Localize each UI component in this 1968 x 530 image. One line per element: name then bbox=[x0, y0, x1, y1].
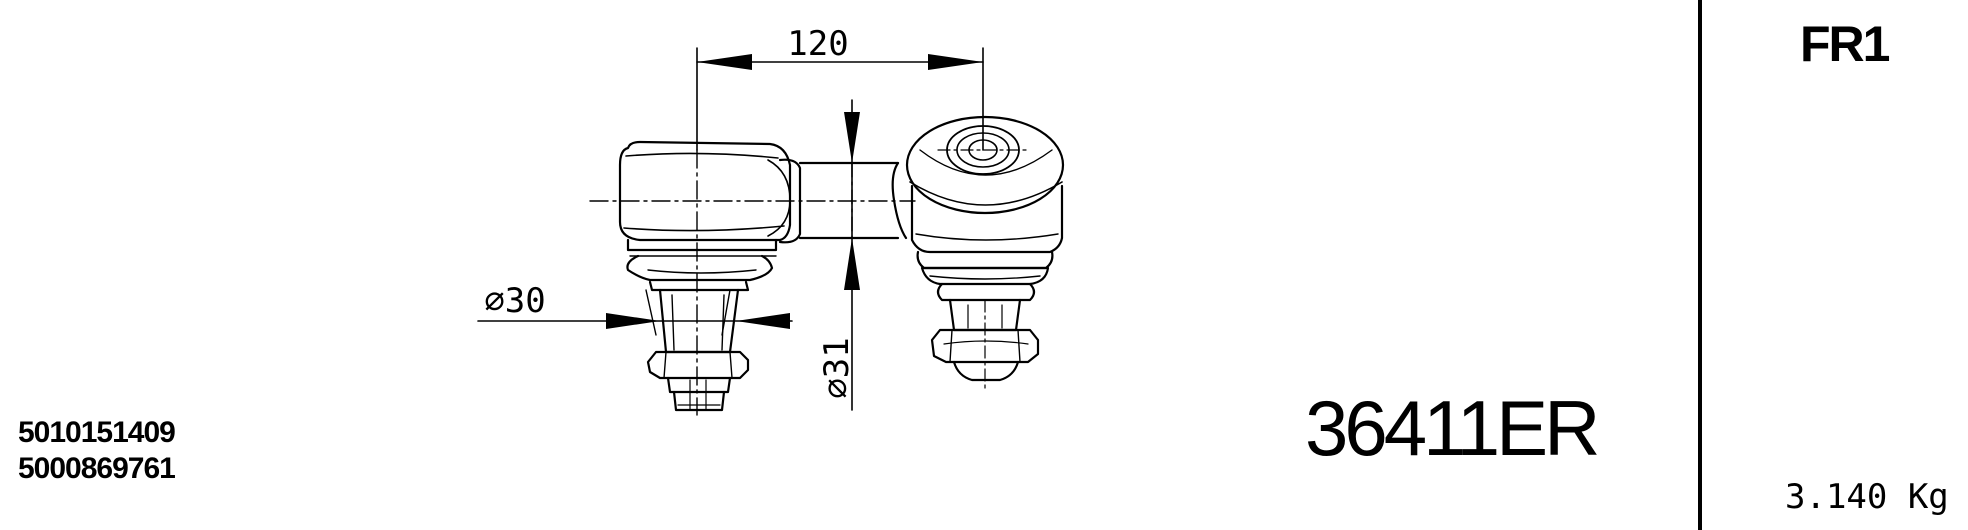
length-dimension bbox=[696, 47, 984, 151]
bore-diameter-dimension bbox=[477, 289, 793, 336]
arrow-left-icon bbox=[697, 54, 752, 70]
connecting-shaft bbox=[778, 158, 908, 244]
arrow-up-icon bbox=[844, 238, 860, 290]
reference-number-2: 5000869761 bbox=[18, 452, 176, 485]
bore-diameter-label: ∅30 bbox=[484, 281, 545, 321]
arrow-right-icon bbox=[606, 313, 660, 329]
shank-diameter-label: ∅31 bbox=[817, 337, 857, 398]
title-block-divider bbox=[1698, 0, 1702, 530]
reference-number-1: 5010151409 bbox=[18, 416, 176, 449]
arrow-left-icon bbox=[736, 313, 790, 329]
shank-diameter-dimension bbox=[844, 99, 860, 411]
weight-label: 3.140 Kg bbox=[1785, 477, 1949, 517]
left-socket-housing bbox=[589, 140, 916, 416]
reference-numbers: 5010151409 5000869761 bbox=[18, 415, 176, 487]
arrow-right-icon bbox=[928, 54, 983, 70]
right-ball-joint bbox=[905, 115, 1065, 391]
sheet-code: FR1 bbox=[1800, 16, 1890, 72]
length-label: 120 bbox=[787, 24, 848, 64]
arrow-down-icon bbox=[844, 112, 860, 163]
part-number: 36411ER bbox=[1305, 384, 1600, 472]
